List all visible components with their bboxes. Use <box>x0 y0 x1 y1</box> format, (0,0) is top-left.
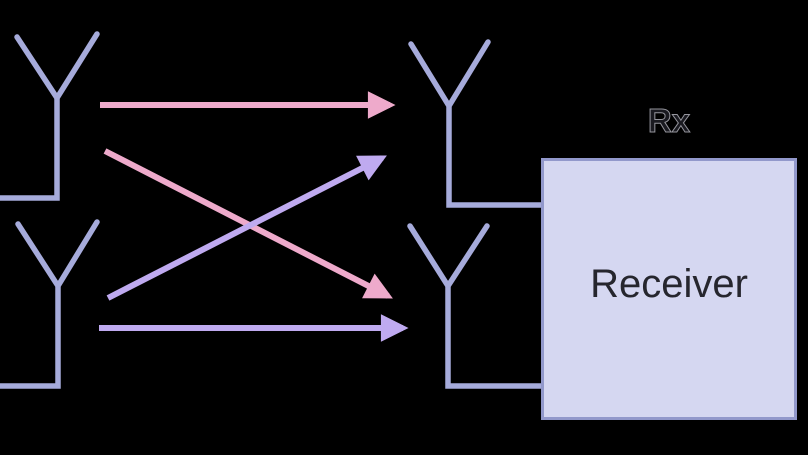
rx-antenna-1-icon <box>408 39 546 208</box>
rx-caption: Rx <box>647 102 691 140</box>
receiver-label: Receiver <box>590 261 748 306</box>
rx-antenna-2-icon <box>407 223 546 389</box>
tx-antenna-1-icon <box>0 31 100 201</box>
tx-antenna-2-icon <box>0 219 100 389</box>
link-tx1-rx2-arrow <box>103 148 393 299</box>
receiver-box: Receiver <box>541 158 797 420</box>
link-tx2-rx1-arrow <box>106 155 387 301</box>
